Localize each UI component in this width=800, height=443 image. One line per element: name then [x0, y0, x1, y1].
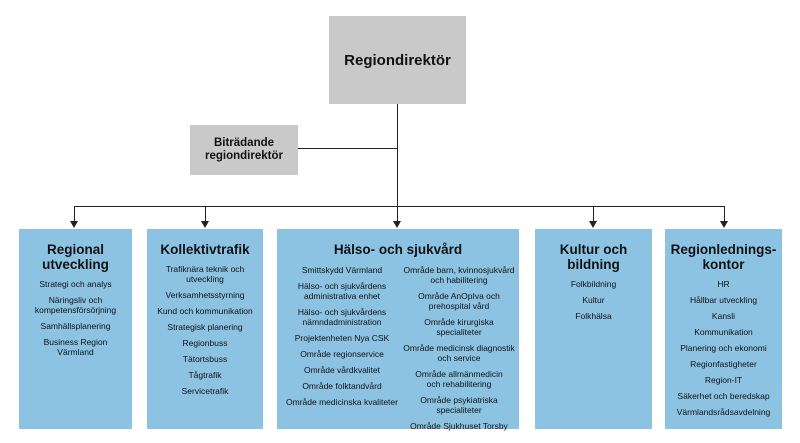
unit-item: Folkbildning: [570, 279, 617, 289]
unit-item: Näringsliv och kompetensförsörjning: [34, 295, 117, 315]
unit-item: Säkerhet och beredskap: [677, 391, 770, 401]
unit-item: Område Sjukhuset Torsby: [410, 421, 508, 431]
unit-item: Hållbar utveckling: [689, 295, 758, 305]
unit-item: Område folktandvård: [302, 381, 382, 391]
unit-item: Projektenheten Nya CSK: [294, 333, 390, 343]
arrow-kollektivtrafik: [201, 221, 209, 228]
drop-line-kultur: [593, 206, 594, 222]
title-line: Regional: [46, 242, 104, 257]
unit-item: Tågtrafik: [188, 370, 222, 380]
drop-line-halso: [397, 206, 398, 222]
unit-item: Värmlandsrådsavdelning: [676, 407, 771, 417]
unit-item: Område allmänmedicin och rehabilitering: [415, 369, 503, 389]
unit-item: Regionfastigheter: [690, 359, 757, 369]
department-title: Kollektivtrafik: [151, 242, 259, 257]
department-title: Regional utveckling: [23, 242, 128, 272]
arrow-regionledning: [720, 221, 728, 228]
deputy-label-line1: Biträdande: [213, 137, 275, 149]
title-line: bildning: [567, 257, 620, 272]
unit-item: Samhällsplanering: [40, 321, 111, 331]
unit-item: Område kirurgiska specialiteter: [424, 317, 494, 337]
department-kultur-och-bildning: Kultur och bildning Folkbildning Kultur …: [535, 229, 652, 429]
department-title: Kultur och bildning: [539, 242, 648, 272]
department-regionledningskontor: Regionlednings- kontor HR Hållbar utveck…: [665, 229, 782, 429]
unit-item: Område regionservice: [300, 349, 384, 359]
unit-item: Kommunikation: [694, 327, 753, 337]
department-title: Hälso- och sjukvård: [281, 242, 515, 257]
unit-item: Område psykiatriska specialiteter: [420, 395, 498, 415]
title-line: kontor: [702, 257, 745, 272]
title-line: Hälso- och sjukvård: [333, 242, 463, 257]
unit-item: Strategi och analys: [39, 279, 112, 289]
regiondirektor-box: Regiondirektör: [329, 16, 466, 104]
arrow-kultur: [589, 221, 597, 228]
unit-item: Region-IT: [704, 375, 743, 385]
unit-item: Tätortsbuss: [182, 354, 228, 364]
unit-item: Verksamhetsstyrning: [165, 290, 245, 300]
unit-item: HR: [717, 279, 730, 289]
unit-item: Kansli: [711, 311, 736, 321]
title-line: Kultur och: [559, 242, 628, 257]
title-line: utveckling: [42, 257, 109, 272]
unit-item: Business Region Värmland: [43, 337, 108, 357]
unit-item: Servicetrafik: [181, 386, 229, 396]
department-title: Regionlednings- kontor: [669, 242, 778, 272]
unit-item: Hälso- och sjukvårdens nämndadministrati…: [297, 307, 387, 327]
unit-item: Smittskydd Värmland: [301, 265, 383, 275]
department-halso-och-sjukvard: Hälso- och sjukvård Smittskydd Värmland …: [277, 229, 519, 431]
unit-item: Folkhälsa: [575, 311, 612, 321]
drop-line-regional: [74, 206, 75, 222]
unit-item: Hälso- och sjukvårdens administrativa en…: [297, 281, 387, 301]
deputy-director-box: Biträdande regiondirektör: [190, 125, 298, 175]
unit-item: Område AnOpIva och prehospital vård: [418, 291, 500, 311]
unit-item: Trafiknära teknik och utveckling: [165, 264, 245, 284]
deputy-connector-line: [298, 148, 398, 149]
arrow-regional: [70, 221, 78, 228]
unit-item: Område barn, kvinnosjukvård och habilite…: [403, 265, 515, 285]
department-regional-utveckling: Regional utveckling Strategi och analys …: [19, 229, 132, 429]
regiondirektor-label: Regiondirektör: [344, 51, 451, 69]
horizontal-bus-line: [74, 206, 725, 207]
title-line: Regionlednings-: [670, 242, 777, 257]
unit-item: Strategisk planering: [167, 322, 243, 332]
deputy-label-line2: regiondirektör: [205, 150, 283, 162]
department-kollektivtrafik: Kollektivtrafik Trafiknära teknik och ut…: [147, 229, 263, 429]
trunk-line: [397, 104, 398, 207]
drop-line-regionledning: [724, 206, 725, 222]
drop-line-kollektivtrafik: [205, 206, 206, 222]
unit-item: Område vårdkvalitet: [303, 365, 381, 375]
unit-item: Kultur: [582, 295, 605, 305]
unit-column-left: Smittskydd Värmland Hälso- och sjukvårde…: [281, 265, 403, 413]
title-line: Kollektivtrafik: [160, 242, 250, 257]
unit-item: Regionbuss: [182, 338, 228, 348]
unit-item: Kund och kommunikation: [157, 306, 253, 316]
unit-item: Område medicinska kvaliteter: [286, 397, 398, 407]
unit-column-right: Område barn, kvinnosjukvård och habilite…: [403, 265, 515, 437]
unit-item: Område medicinsk diagnostik och service: [403, 343, 515, 363]
arrow-halso: [393, 221, 401, 228]
unit-item: Planering och ekonomi: [680, 343, 767, 353]
